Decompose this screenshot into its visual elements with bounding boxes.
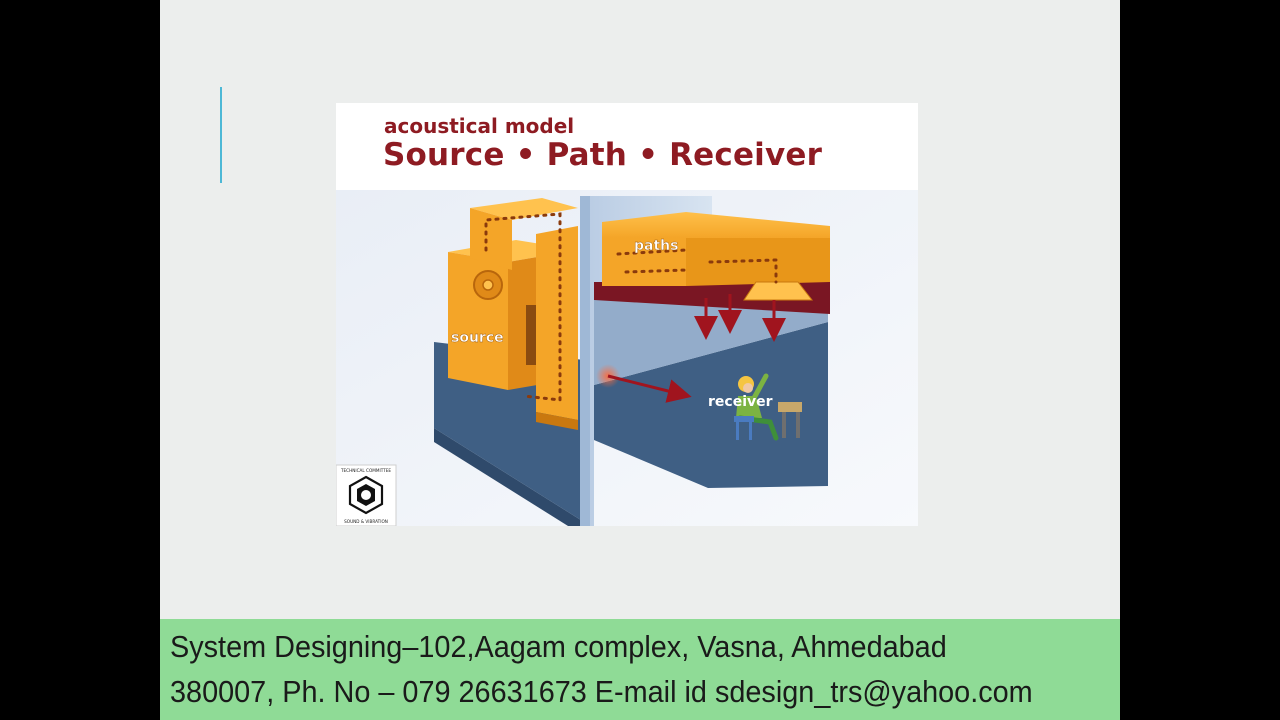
source-duct-drop-side [536,412,578,430]
student-icon [734,373,802,441]
logo-bottom-text: SOUND & VIBRATION [344,519,388,524]
path-duct-top [602,212,830,238]
logo-top-text: TECHNICAL COMMITTEE [340,468,391,473]
label-paths: paths [634,238,678,254]
source-unit-front [448,252,508,390]
figure-subtitle: acoustical model [384,114,575,138]
footer-contact: 380007, Ph. No – 079 26631673 E-mail id … [170,674,1033,709]
source-duct-front [470,208,512,270]
wall-transmission-arrow [607,374,692,403]
acoustical-model-figure: acoustical model Source • Path • Receive… [336,103,918,526]
wall-edge [580,196,590,526]
figure-title: Source • Path • Receiver [383,137,823,173]
source-duct-top [470,198,578,220]
accent-line [220,87,222,183]
source-duct-drop [536,226,578,420]
fan-hub [482,279,494,291]
floor [434,428,584,526]
source-path-receiver-illustration: source paths receiver TECHNICAL COMMITTE… [336,190,918,526]
ceiling-diffuser [743,281,814,301]
label-source: source [451,330,504,346]
label-receiver: receiver [708,394,773,410]
slide: acoustical model Source • Path • Receive… [160,0,1120,720]
receiver-room-floor [594,322,828,488]
figure-header: acoustical model Source • Path • Receive… [336,103,918,190]
technical-committee-logo: TECHNICAL COMMITTEE SOUND & VIBRATION [336,464,397,526]
footer-contact-bar: System Designing–102,Aagam complex, Vasn… [160,619,1120,720]
sound-path-dots [484,212,778,402]
footer-address: System Designing–102,Aagam complex, Vasn… [170,629,947,664]
